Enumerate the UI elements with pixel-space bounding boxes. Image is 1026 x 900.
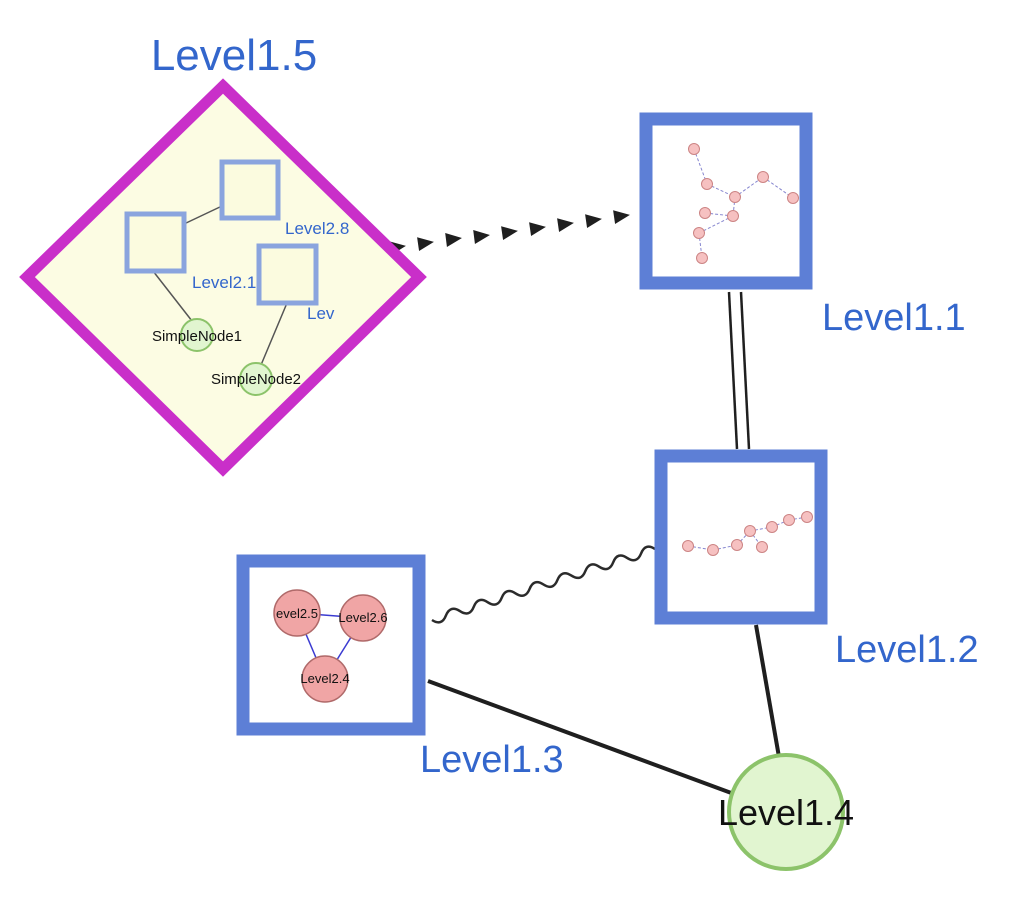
node-level1-5: Level1.5 Level2.8 Level2.1 Lev SimpleNod…: [19, 31, 427, 477]
mini-node[interactable]: [757, 171, 769, 183]
node-label-level1-3: Level1.3: [420, 739, 564, 781]
mini-node[interactable]: [787, 192, 799, 204]
mini-node[interactable]: [699, 207, 711, 219]
node-label-level1-1: Level1.1: [822, 297, 966, 339]
node-label-level2-6: Level2.6: [338, 610, 387, 625]
mini-node[interactable]: [731, 539, 743, 551]
node-level1-1: Level1.1: [639, 112, 966, 339]
edge-level13-level14[interactable]: [427, 679, 735, 796]
square-node-level2-8[interactable]: [219, 159, 281, 221]
mini-edge: [693, 148, 708, 185]
circle-node-level2-4[interactable]: [301, 655, 349, 703]
group-rect-level1-2[interactable]: [654, 449, 828, 625]
mini-node[interactable]: [744, 525, 756, 537]
edge-level12-level14[interactable]: [754, 624, 781, 758]
group-rect-level1-1[interactable]: [639, 112, 813, 290]
group-rect-level1-3[interactable]: [236, 554, 426, 736]
edge-layer: [389, 206, 781, 796]
node-label-simplenode1: SimpleNode1: [152, 328, 242, 345]
edge-level11-level12-line1[interactable]: [727, 291, 739, 450]
mini-graph-level1-2: [682, 511, 813, 556]
node-label-level2-4: Level2.4: [300, 671, 349, 686]
node-label-level1-5: Level1.5: [151, 31, 317, 80]
mini-node[interactable]: [688, 143, 700, 155]
node-label-lev: Lev: [307, 304, 335, 323]
mini-node[interactable]: [756, 541, 768, 553]
edge-level21-simplenode1[interactable]: [152, 270, 193, 322]
mini-edge: [698, 215, 734, 234]
circle-node-simplenode1[interactable]: [180, 318, 214, 352]
mini-node[interactable]: [682, 540, 694, 552]
edge-level21-level28[interactable]: [183, 205, 223, 225]
node-label-level1-4: Level1.4: [718, 792, 854, 833]
mini-node[interactable]: [766, 521, 778, 533]
square-node-level2-1[interactable]: [124, 211, 187, 274]
node-level1-3: evel2.5 Level2.6 Level2.4 Level1.3: [236, 554, 564, 781]
node-label-level2-5: evel2.5: [276, 606, 318, 621]
mini-node[interactable]: [801, 511, 813, 523]
edge-level15-level11[interactable]: [389, 206, 658, 256]
mini-edge: [762, 176, 794, 199]
node-level1-4: Level1.4: [718, 753, 854, 871]
mini-node[interactable]: [727, 210, 739, 222]
circle-node-level1-4[interactable]: [727, 753, 845, 871]
node-label-level2-8: Level2.8: [285, 219, 349, 238]
circle-node-level2-5[interactable]: [273, 589, 321, 637]
node-label-level1-2: Level1.2: [835, 629, 979, 671]
edge-lev-simplenode2[interactable]: [260, 302, 288, 366]
triangle-graph-level1-3: evel2.5 Level2.6 Level2.4: [273, 589, 388, 703]
mini-node[interactable]: [729, 191, 741, 203]
node-level1-2: Level1.2: [654, 449, 979, 671]
mini-node[interactable]: [707, 544, 719, 556]
mini-node[interactable]: [783, 514, 795, 526]
mini-edge: [749, 526, 773, 532]
edge-level13-level12-wavy[interactable]: [431, 545, 656, 624]
circle-node-simplenode2[interactable]: [239, 362, 273, 396]
mini-node[interactable]: [696, 252, 708, 264]
mini-graph-level1-1: [688, 143, 799, 264]
node-label-level2-1: Level2.1: [192, 273, 256, 292]
mini-node[interactable]: [701, 178, 713, 190]
circle-node-level2-6[interactable]: [339, 594, 387, 642]
diamond-shape-level1-5[interactable]: [19, 78, 427, 477]
edge-level11-level12-line2[interactable]: [739, 291, 751, 450]
mini-node[interactable]: [693, 227, 705, 239]
node-label-simplenode2: SimpleNode2: [211, 371, 301, 388]
square-node-lev[interactable]: [256, 243, 319, 306]
